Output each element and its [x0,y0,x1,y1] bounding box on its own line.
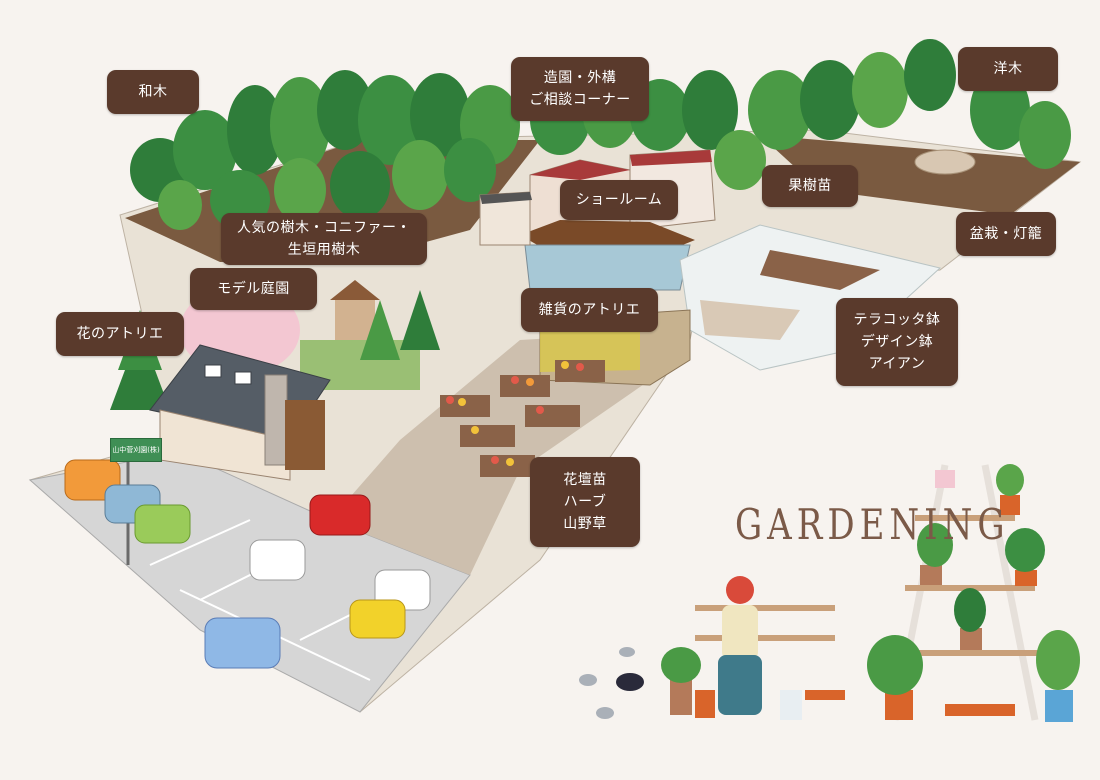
label-hana-atelier[interactable]: 花のアトリエ [56,312,184,356]
flower-beds [440,360,605,477]
paved-walkway [330,330,690,575]
label-kadan[interactable]: 花壇苗 ハーブ 山野草 [530,457,640,547]
label-ninki-line2: 生垣用樹木 [287,242,361,258]
label-terracotta-line1: テラコッタ鉢 [853,312,941,328]
label-kadan-line2: ハーブ [563,494,607,510]
gardening-title: GARDENING [735,500,1010,550]
label-ninki[interactable]: 人気の樹木・コニファー・ 生垣用樹木 [221,213,427,265]
label-showroom[interactable]: ショールーム [560,180,678,220]
label-model-text: モデル庭園 [217,281,290,297]
label-kaju-text: 果樹苗 [788,178,832,194]
label-bonsai-text: 盆栽・灯籠 [969,226,1043,242]
label-zoen[interactable]: 造園・外構 ご相談コーナー [511,57,649,121]
label-terracotta-line2: デザイン鉢 [860,334,934,350]
label-wagi[interactable]: 和木 [107,70,199,114]
label-wagi-text: 和木 [138,84,168,100]
label-kadan-line1: 花壇苗 [563,472,607,488]
label-yogi-text: 洋木 [993,61,1023,77]
label-zoen-line2: ご相談コーナー [529,92,631,108]
label-zakka[interactable]: 雑貨のアトリエ [521,288,658,332]
road-sign: 山中菅刈園(株) [110,438,162,462]
label-kaju[interactable]: 果樹苗 [762,165,858,207]
label-ninki-line1: 人気の樹木・コニファー・ [237,220,411,236]
greenhouse [679,224,942,371]
label-bonsai[interactable]: 盆栽・灯籠 [956,212,1056,256]
label-kadan-line3: 山野草 [563,516,607,532]
gardening-illustration [579,464,1080,722]
label-yogi[interactable]: 洋木 [958,47,1058,91]
parked-cars [64,459,431,669]
yogi-soil [760,135,1080,215]
label-model[interactable]: モデル庭園 [190,268,317,310]
wagi-trees [130,70,520,230]
yogi-trees [714,39,1071,190]
hana-atelier-house [149,344,331,481]
fountain-plaza [914,149,976,175]
label-showroom-text: ショールーム [575,192,663,208]
label-hana-atelier-text: 花のアトリエ [76,326,164,342]
label-terracotta-line3: アイアン [868,356,926,372]
label-zakka-text: 雑貨のアトリエ [538,302,641,318]
label-zoen-line1: 造園・外構 [543,70,617,86]
label-terracotta[interactable]: テラコッタ鉢 デザイン鉢 アイアン [836,298,958,386]
